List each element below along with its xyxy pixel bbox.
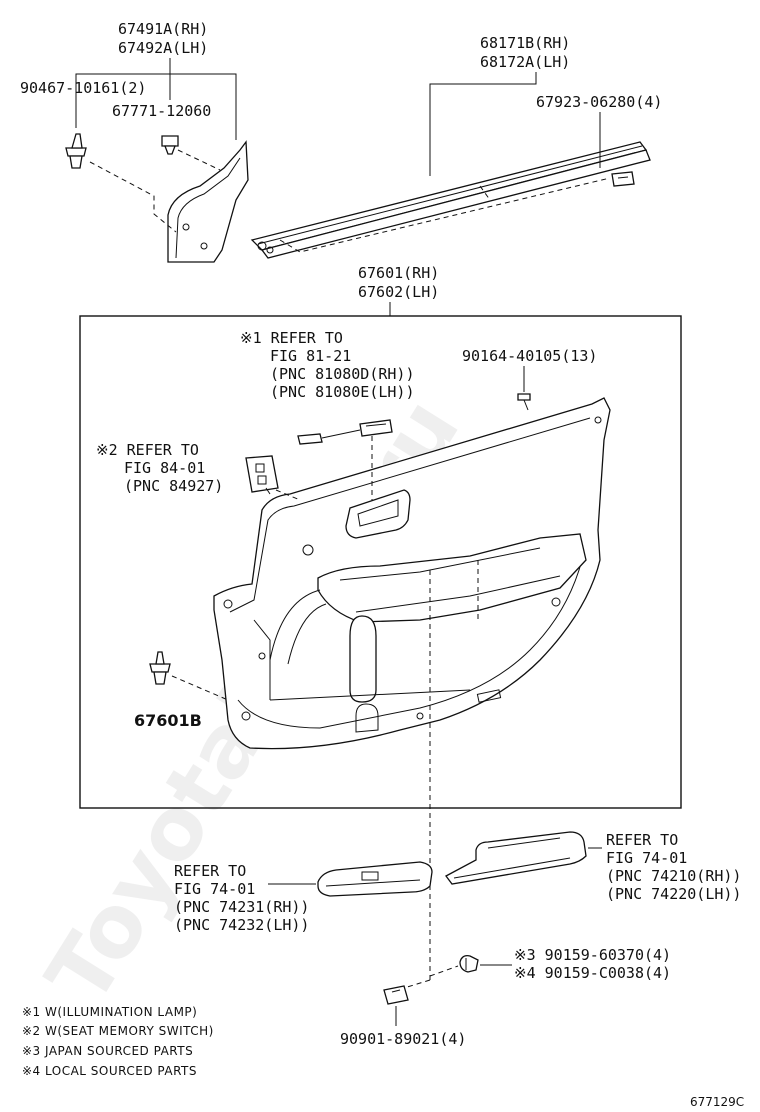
switch-assembly-line (275, 489, 301, 501)
clip-67923-icon (611, 171, 635, 187)
ref-right-line1: REFER TO (606, 831, 678, 849)
weatherstrip-rh-label: 68171B(RH) (480, 34, 570, 52)
ref1-line1: ※1 REFER TO (240, 329, 343, 347)
clip-90901-icon (383, 985, 409, 1005)
clip-90159-a-label: ※3 90159-60370(4) (514, 946, 671, 964)
weatherstrip-part (250, 141, 651, 259)
garnish-assembly-line-2 (177, 149, 221, 171)
weatherstrip-assembly-line-2 (479, 185, 491, 201)
note-4: ※4 LOCAL SOURCED PARTS (22, 1064, 197, 1078)
ref2-line2: FIG 84-01 (124, 459, 205, 477)
trim-rh-label: 67601(RH) (358, 264, 439, 282)
figure-code: 677129C (690, 1095, 744, 1109)
clip-90159-icon (459, 954, 479, 973)
clip-67601b-assembly-line (171, 675, 229, 701)
trim-board-part (213, 397, 611, 750)
ref-right-line2: FIG 74-01 (606, 849, 687, 867)
ref1-line3: (PNC 81080D(RH)) (270, 365, 415, 383)
switch-base-left-part (317, 861, 433, 897)
ref-right-line3: (PNC 74210(RH)) (606, 867, 741, 885)
clip-90901-assembly-line (403, 979, 431, 989)
ref-left-line2: FIG 74-01 (174, 880, 255, 898)
ref1-line2: FIG 81-21 (270, 347, 351, 365)
garnish-lh-label: 67492A(LH) (118, 39, 208, 57)
clip-67601b-label: 67601B (134, 711, 202, 730)
trim-board-frame (79, 315, 682, 809)
switch-base-right-part (445, 831, 587, 885)
weatherstrip-lh-label: 68172A(LH) (480, 53, 570, 71)
garnish-leader (169, 58, 237, 140)
weatherstrip-leader (429, 72, 537, 176)
screw-90164-label: 90164-40105(13) (462, 347, 597, 365)
garnish-rh-label: 67491A(RH) (118, 20, 208, 38)
seat-memory-switch-icon (245, 455, 279, 495)
clip-67771-icon (161, 135, 179, 155)
ref-left-line4: (PNC 74232(LH)) (174, 916, 309, 934)
clip-67601b-icon (149, 651, 171, 685)
clip-67771-label: 67771-12060 (112, 102, 211, 120)
clip-90901-label: 90901-89021(4) (340, 1030, 466, 1048)
screw-90164-icon (517, 393, 531, 411)
weatherstrip-assembly-line (279, 177, 611, 253)
clip-90467-leader (75, 73, 170, 128)
ref1-line4: (PNC 81080E(LH)) (270, 383, 415, 401)
illumination-lamp-harness (297, 419, 393, 445)
note-1: ※1 W(ILLUMINATION LAMP) (22, 1005, 197, 1019)
clip-67923-label: 67923-06280(4) (536, 93, 662, 111)
clip-90159-assembly-line (429, 965, 459, 977)
ref-right-line4: (PNC 74220(LH)) (606, 885, 741, 903)
clip-90467-label: 90467-10161(2) (20, 79, 146, 97)
garnish-assembly-line (89, 161, 177, 233)
clip-90467-icon (65, 133, 87, 169)
ref2-line3: (PNC 84927) (124, 477, 223, 495)
note-2: ※2 W(SEAT MEMORY SWITCH) (22, 1024, 214, 1038)
ref2-line1: ※2 REFER TO (96, 441, 199, 459)
garnish-part (167, 140, 249, 263)
trim-lh-label: 67602(LH) (358, 283, 439, 301)
note-3: ※3 JAPAN SOURCED PARTS (22, 1044, 193, 1058)
clip-90159-b-label: ※4 90159-C0038(4) (514, 964, 671, 982)
ref-left-line3: (PNC 74231(RH)) (174, 898, 309, 916)
ref-left-line1: REFER TO (174, 862, 246, 880)
